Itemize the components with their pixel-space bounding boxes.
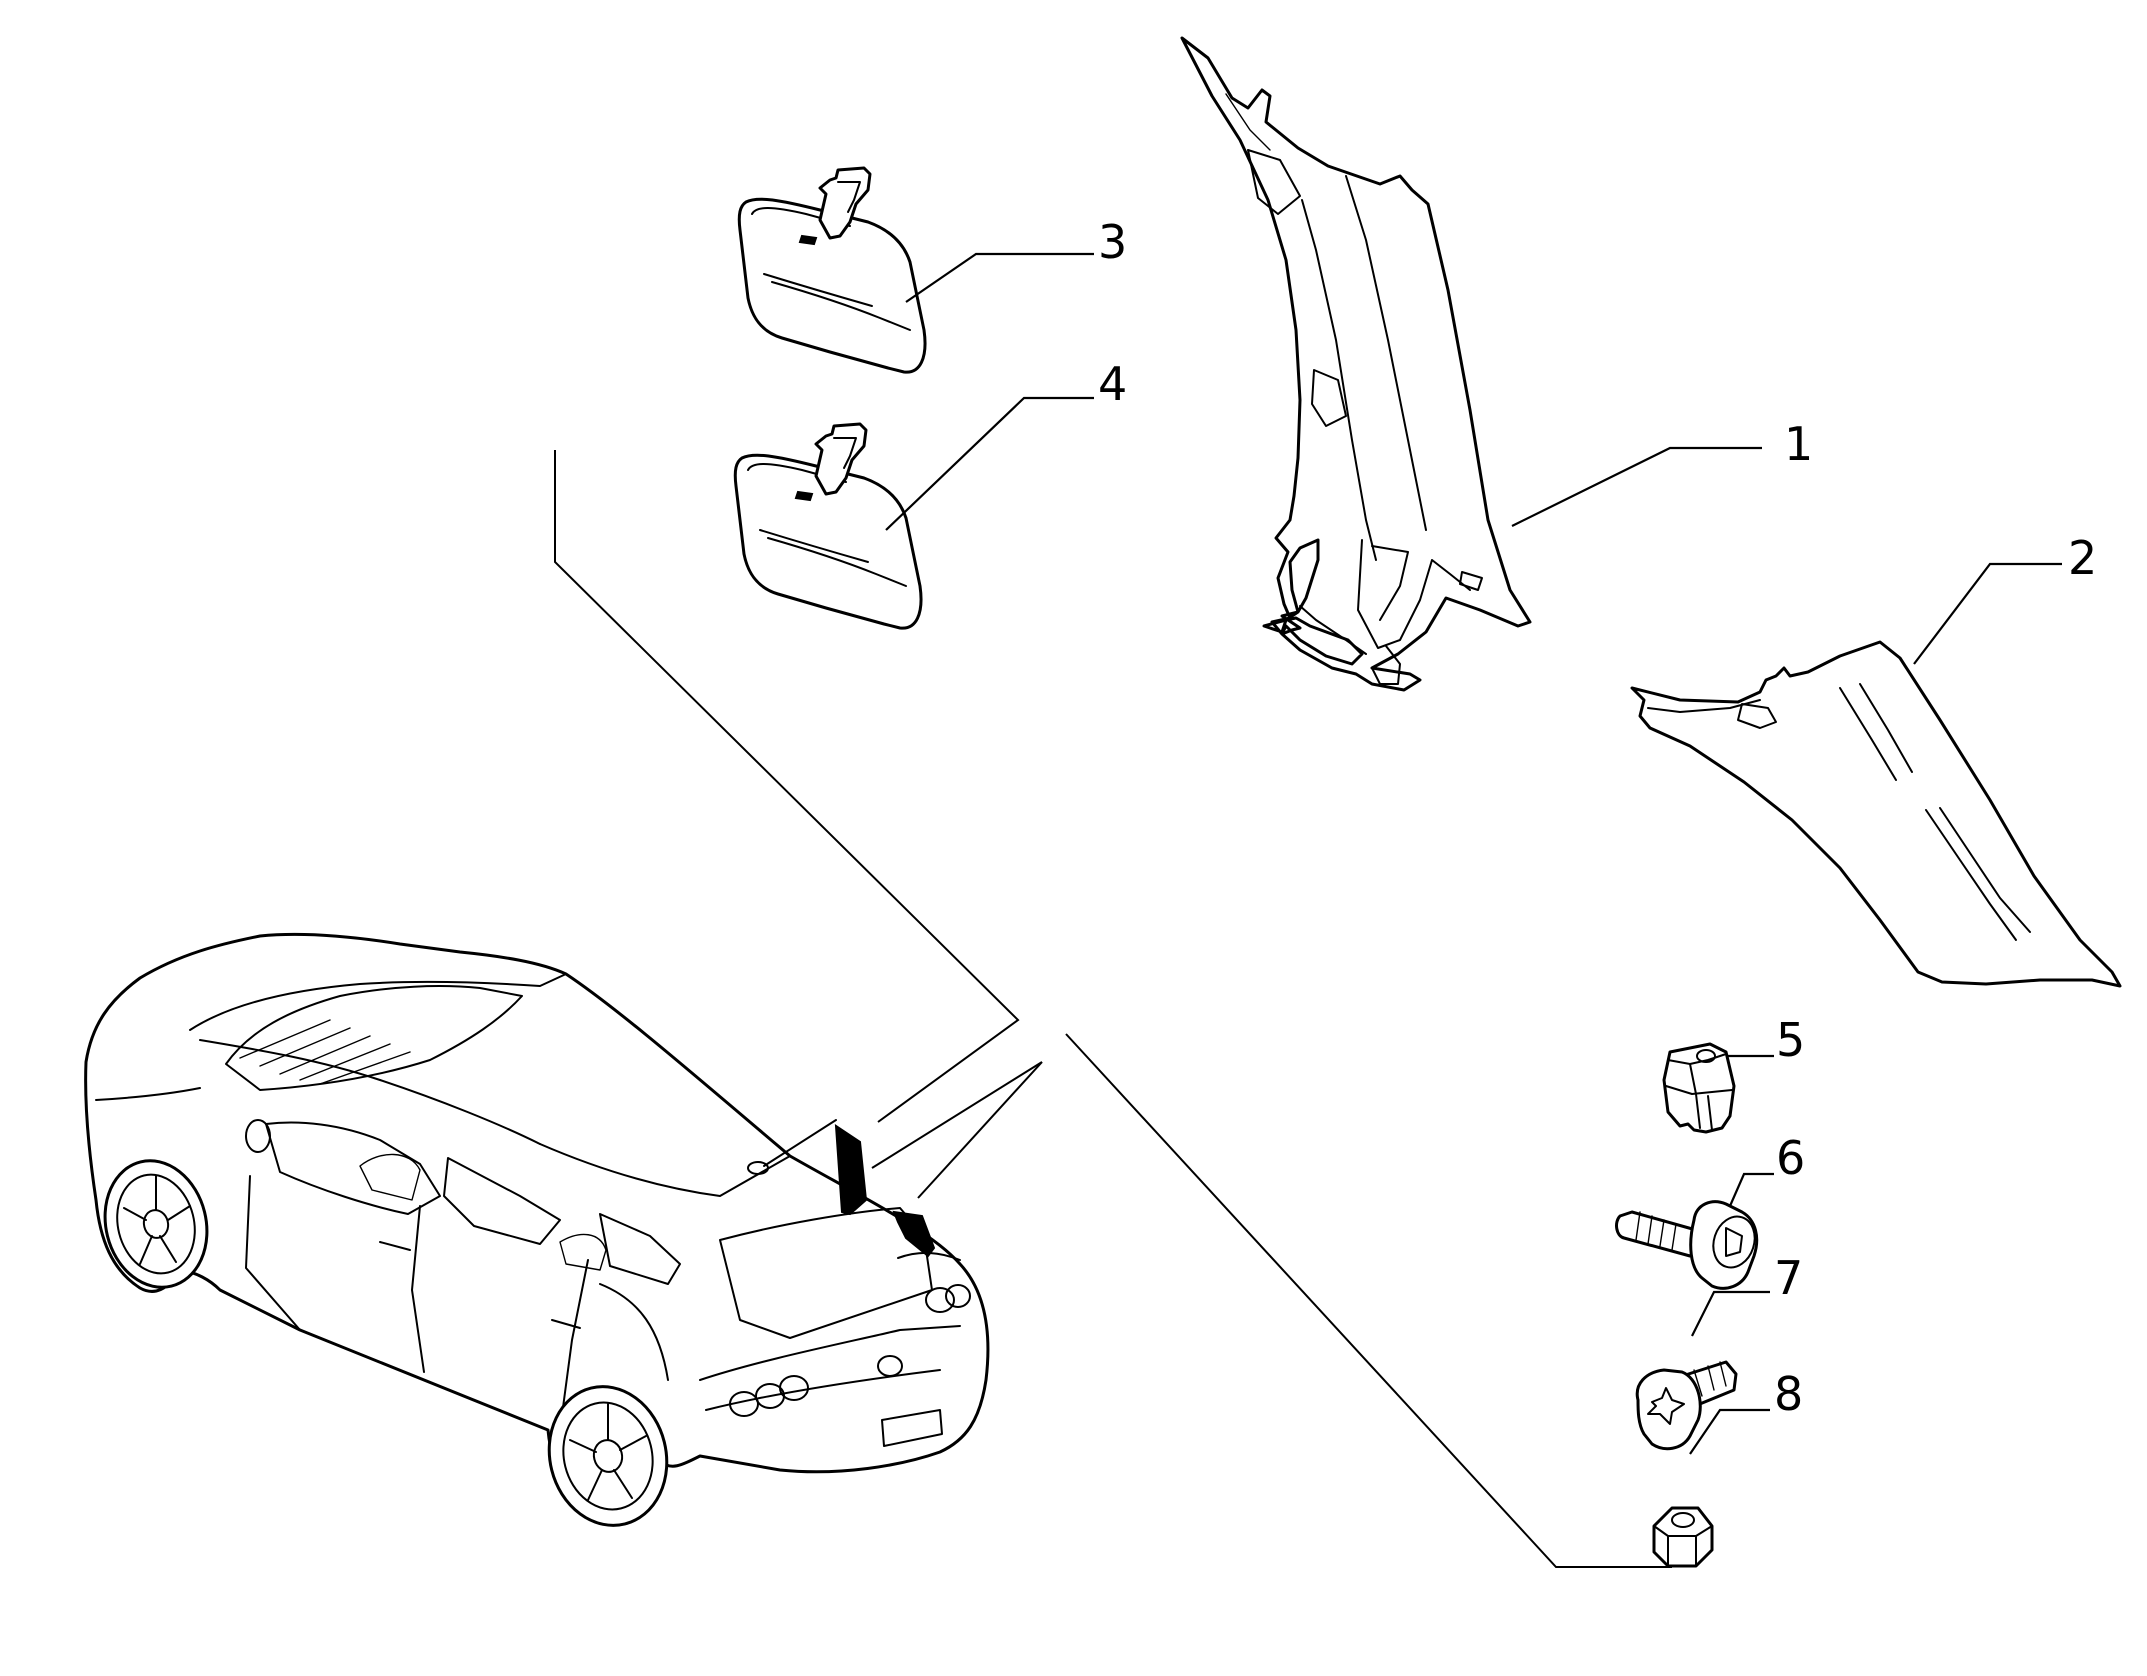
vehicle-locator: [84, 932, 990, 1527]
callout-6: 6: [1776, 1131, 1805, 1185]
callout-8: 8: [1774, 1367, 1803, 1421]
callout-4: 4: [1098, 357, 1127, 411]
part-7-screw: [1635, 1360, 1738, 1451]
part-2-pillar-trim: [1630, 640, 2122, 988]
part-8-hex-nut: [1652, 1506, 1714, 1568]
leader-lines: [885, 252, 2062, 1455]
callout-5: 5: [1776, 1013, 1805, 1067]
callout-1: 1: [1784, 417, 1813, 471]
part-1-pillar-trim: [1180, 36, 1532, 692]
locator-bracket: [554, 450, 1672, 1568]
part-6-bolt: [1615, 1200, 1759, 1290]
callout-labels: 1 2 3 4 5 6 7 8: [1098, 215, 2097, 1421]
part-5-clip-nut: [1662, 1042, 1736, 1134]
callout-7: 7: [1774, 1251, 1803, 1305]
part-3-cover: [737, 166, 927, 374]
part-4-cover: [733, 422, 923, 630]
callout-2: 2: [2068, 531, 2097, 585]
callout-3: 3: [1098, 215, 1127, 269]
